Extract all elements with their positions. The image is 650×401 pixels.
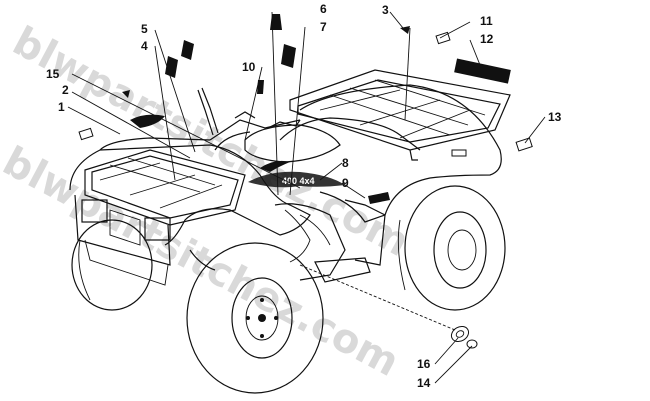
callout-8: 8 bbox=[342, 156, 349, 170]
rear-right-tire bbox=[397, 185, 506, 311]
decal-10-part bbox=[257, 80, 264, 94]
decal-12-part bbox=[454, 58, 511, 84]
callout-14: 14 bbox=[417, 376, 431, 390]
callout-15: 15 bbox=[46, 67, 60, 81]
rear-rack bbox=[289, 69, 511, 161]
decal-7-part bbox=[281, 44, 296, 68]
leader-lines bbox=[67, 11, 546, 384]
callout-13: 13 bbox=[548, 110, 562, 124]
callout-2: 2 bbox=[62, 83, 69, 97]
decal-11-part bbox=[435, 31, 451, 45]
callout-1: 1 bbox=[58, 100, 65, 114]
callout-5: 5 bbox=[141, 22, 148, 36]
decal-1-part bbox=[78, 127, 94, 141]
decal-4-part bbox=[165, 56, 178, 78]
decal-16-part bbox=[450, 325, 470, 343]
callout-7: 7 bbox=[320, 20, 327, 34]
decal-2-part bbox=[130, 114, 165, 128]
handlebars bbox=[197, 87, 301, 141]
front-rack bbox=[84, 149, 246, 226]
callout-4: 4 bbox=[141, 39, 148, 53]
decal-5-part bbox=[181, 40, 194, 60]
front-fender bbox=[69, 144, 311, 246]
engine-frame bbox=[189, 203, 371, 283]
front-right-tire bbox=[186, 242, 324, 394]
rear-rack-decal bbox=[451, 149, 467, 157]
decal-13-part bbox=[515, 137, 533, 152]
callout-3: 3 bbox=[382, 3, 389, 17]
decal-6-part bbox=[270, 14, 282, 30]
decal-3-part bbox=[400, 26, 410, 34]
callout-labels: 1 2 3 4 5 6 7 8 9 10 11 12 13 14 15 16 bbox=[46, 2, 562, 390]
decal-9-part bbox=[368, 192, 390, 204]
callout-6: 6 bbox=[320, 2, 327, 16]
footrest bbox=[314, 257, 371, 283]
callout-10: 10 bbox=[242, 60, 256, 74]
callout-16: 16 bbox=[417, 357, 431, 371]
callout-11: 11 bbox=[480, 14, 493, 28]
callout-9: 9 bbox=[342, 176, 349, 190]
loose-decals bbox=[78, 14, 533, 349]
side-decal: 400 4x4 bbox=[248, 160, 345, 188]
side-decal-text: 400 4x4 bbox=[282, 176, 315, 186]
decal-15-part bbox=[122, 90, 130, 98]
callout-12: 12 bbox=[480, 32, 494, 46]
seat bbox=[244, 124, 341, 163]
front-left-tire bbox=[71, 219, 153, 311]
decal-14-part bbox=[466, 339, 478, 349]
watermark-text-top: blwpartsitchez.com bbox=[5, 18, 416, 266]
front-bumper bbox=[74, 194, 171, 286]
atv-illustration: 400 4x4 bbox=[69, 69, 511, 394]
